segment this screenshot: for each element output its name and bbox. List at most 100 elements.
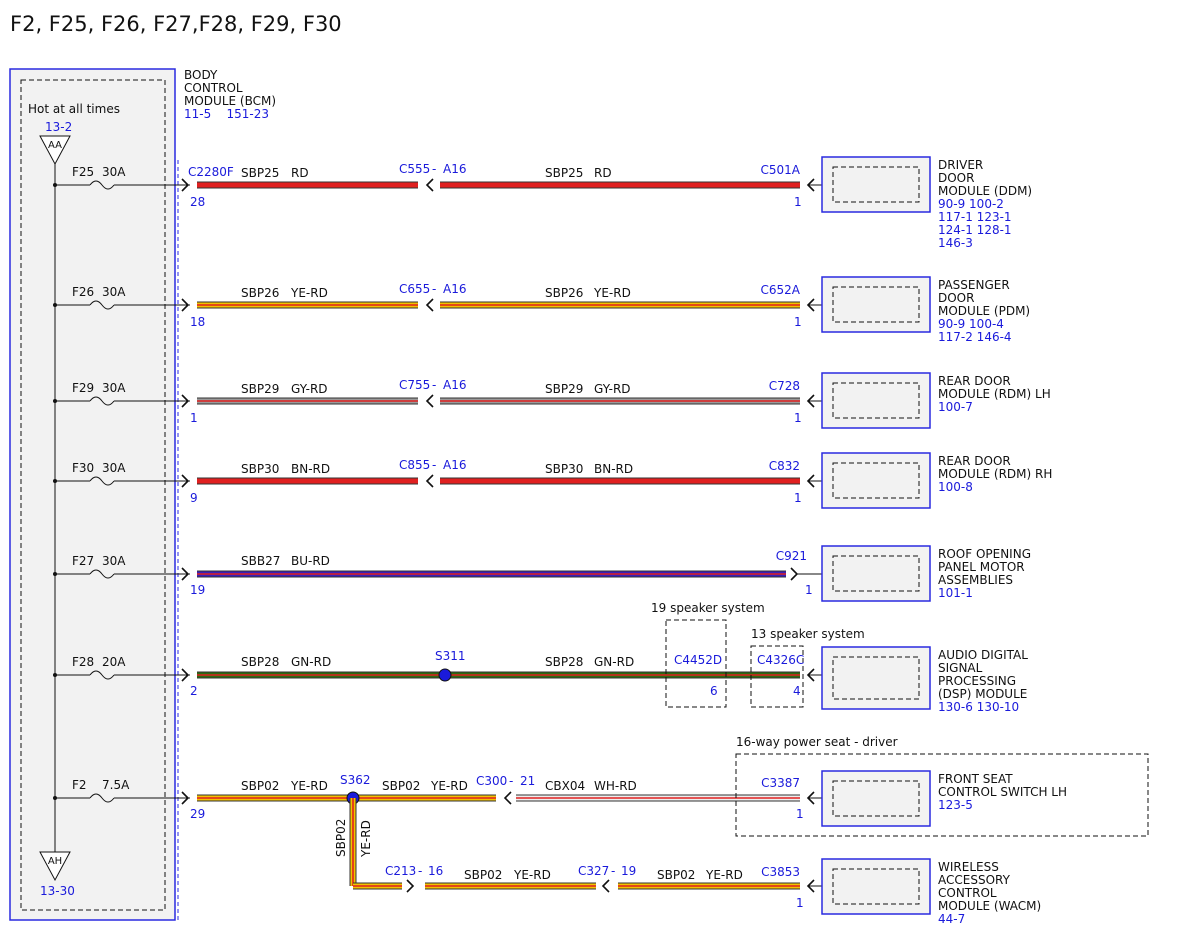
fuse-icon xyxy=(89,300,115,310)
module-inner-dashed xyxy=(832,166,920,203)
fuse-icon xyxy=(89,670,115,680)
bcm-refs: 11-5 151-23 xyxy=(184,107,269,121)
module-pin: 1 xyxy=(794,315,802,329)
fuse-rating: 30A xyxy=(102,554,126,568)
module-box xyxy=(821,452,931,509)
circuit-label: SBP29 xyxy=(241,382,279,396)
module-name-line: WIRELESS xyxy=(938,860,999,874)
module-name-line: ACCESSORY xyxy=(938,873,1011,887)
inline-pin: A16 xyxy=(443,458,466,472)
module-name-line: MODULE (DDM) xyxy=(938,184,1032,198)
fuse-icon xyxy=(89,396,115,406)
module-pin: 1 xyxy=(796,896,804,910)
arrow-left-icon xyxy=(425,394,434,408)
fuse-name: F26 xyxy=(72,285,94,299)
inline-connector: C555 xyxy=(399,162,430,176)
splice-label: S311 xyxy=(435,649,466,663)
circuit-color: BN-RD xyxy=(594,462,633,476)
module-ref: 90-9 100-2 xyxy=(938,197,1004,211)
module-pin: 1 xyxy=(794,491,802,505)
module-connector: C501A xyxy=(761,163,801,177)
inline-dash: - xyxy=(432,162,436,176)
circuit-label: SBP26 xyxy=(545,286,583,300)
fuse-rating: 30A xyxy=(102,165,126,179)
module-name-line: (DSP) MODULE xyxy=(938,687,1027,701)
module-name-line: PANEL MOTOR xyxy=(938,560,1025,574)
module-connector: C3387 xyxy=(761,776,800,790)
arrow-left-icon xyxy=(425,298,434,312)
bcm-name-line-2: CONTROL xyxy=(184,81,243,95)
module-connector: C832 xyxy=(769,459,800,473)
module-name-line: ASSEMBLIES xyxy=(938,573,1013,587)
bcm-name-line-3: MODULE (BCM) xyxy=(184,94,276,108)
module-inner-dashed xyxy=(832,286,920,323)
module-box xyxy=(821,156,931,213)
module-name-line: PROCESSING xyxy=(938,674,1016,688)
module-name-line: SIGNAL xyxy=(938,661,983,675)
module-ref: 90-9 100-4 xyxy=(938,317,1004,331)
module-ref: 117-2 146-4 xyxy=(938,330,1012,344)
bcm-pin: 9 xyxy=(190,491,198,505)
arrow-left-icon xyxy=(425,178,434,192)
circuit-color: YE-RD xyxy=(593,286,631,300)
module-name-line: REAR DOOR xyxy=(938,454,1011,468)
module-name-line: DRIVER xyxy=(938,158,983,172)
circuit-label: SBP29 xyxy=(545,382,583,396)
module-name-line: REAR DOOR xyxy=(938,374,1011,388)
fuse-rating: 30A xyxy=(102,381,126,395)
circuit-label: SBP26 xyxy=(241,286,279,300)
arrow-right-icon xyxy=(181,474,190,488)
circuit-label: SBP02 xyxy=(464,868,502,882)
arrow-right-icon xyxy=(181,394,190,408)
fuse-icon xyxy=(89,180,115,190)
bcm-name-line-1: BODY xyxy=(184,68,218,82)
hot-label: Hot at all times xyxy=(28,102,120,116)
module-ref: 117-1 123-1 xyxy=(938,210,1012,224)
circuit-label: SBP28 xyxy=(545,655,583,669)
circuit-label: SBP02 xyxy=(241,779,279,793)
inline-dash: - xyxy=(432,378,436,392)
inline-connector: C300 xyxy=(476,774,507,788)
circuit-label: SBP30 xyxy=(241,462,279,476)
module-connector: C921 xyxy=(776,549,807,563)
module-name-line: PASSENGER xyxy=(938,278,1010,292)
inline-connector: C213 xyxy=(385,864,416,878)
module-inner-dashed xyxy=(832,555,920,592)
module-name-line: CONTROL xyxy=(938,886,997,900)
module-pin: 1 xyxy=(794,195,802,209)
inline-dash: - xyxy=(509,774,513,788)
circuit-color: GY-RD xyxy=(291,382,328,396)
fuse-icon xyxy=(89,793,115,803)
inline-pin: 16 xyxy=(428,864,443,878)
fuse-rating: 30A xyxy=(102,461,126,475)
module-name-line: DOOR xyxy=(938,171,974,185)
module-ref: 101-1 xyxy=(938,586,973,600)
circuit-color: WH-RD xyxy=(594,779,637,793)
module-pin: 1 xyxy=(805,583,813,597)
fuse-rating: 7.5A xyxy=(102,778,130,792)
triangle-tag-icon xyxy=(39,851,71,882)
module-inner-dashed xyxy=(832,382,920,419)
circuit-label: SBP25 xyxy=(241,166,279,180)
top-ref: 13-2 xyxy=(45,120,72,134)
module-box xyxy=(821,770,931,827)
arrow-left-icon xyxy=(601,879,610,893)
circuit-color: YE-RD xyxy=(290,286,328,300)
circuit-color: YE-RD xyxy=(430,779,468,793)
fuse-name: F30 xyxy=(72,461,94,475)
bottom-ref: 13-30 xyxy=(40,884,75,898)
fuse-name: F29 xyxy=(72,381,94,395)
fuse-name: F28 xyxy=(72,655,94,669)
branch-circuit: SBP02 xyxy=(334,819,348,857)
circuit-color: GN-RD xyxy=(291,655,331,669)
module-inner-dashed xyxy=(832,780,920,817)
circuit-color: BN-RD xyxy=(291,462,330,476)
option-pin: 4 xyxy=(793,684,801,698)
fuse-icon xyxy=(89,569,115,579)
module-connector: C728 xyxy=(769,379,800,393)
splice-dot-icon xyxy=(438,668,452,682)
module-box xyxy=(821,372,931,429)
